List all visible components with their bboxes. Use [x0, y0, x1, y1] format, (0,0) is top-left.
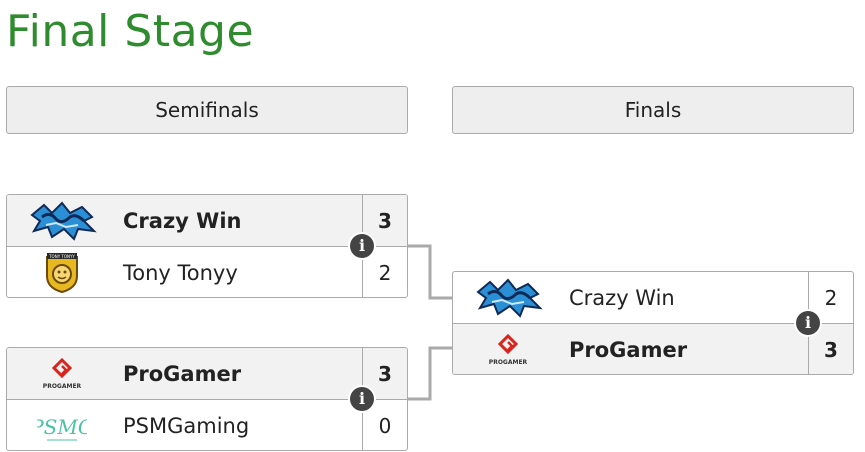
match-info-icon[interactable]: i — [350, 387, 374, 411]
match-final: Crazy Win 2 PROGAMER ProGamer 3 — [452, 271, 854, 375]
round-label: Semifinals — [155, 98, 259, 122]
crazy-win-logo — [7, 195, 117, 246]
round-label: Finals — [624, 98, 682, 122]
match-info-icon[interactable]: i — [350, 234, 374, 258]
team-name: Crazy Win — [123, 208, 242, 233]
team-score: 2 — [808, 272, 853, 323]
round-header-semifinals: Semifinals — [6, 86, 408, 134]
team-score: 3 — [362, 195, 407, 246]
round-header-finals: Finals — [452, 86, 854, 134]
progamer-logo: PROGAMER — [453, 324, 563, 374]
match-semifinal-2: PROGAMER ProGamer 3 PSMG PSMGaming 0 — [6, 347, 408, 451]
team-score: 3 — [362, 348, 407, 399]
logo-text: TONY TONYY — [48, 254, 75, 259]
connector-line-upper — [408, 244, 452, 300]
logo-text: PSMG — [37, 415, 87, 439]
crazy-win-logo — [453, 272, 563, 323]
psmgaming-logo: PSMG — [7, 400, 117, 450]
match-semifinal-1: Crazy Win 3 TONY TONYY Tony Tonyy 2 — [6, 194, 408, 298]
team-name: PSMGaming — [123, 413, 250, 438]
team-name: Crazy Win — [569, 285, 675, 310]
team-row[interactable]: PSMG PSMGaming 0 — [7, 399, 407, 450]
team-score: 2 — [362, 247, 407, 297]
connector-line-lower — [408, 346, 452, 401]
match-info-icon[interactable]: i — [796, 311, 820, 335]
tony-tonyy-logo: TONY TONYY — [7, 247, 117, 297]
page-title: Final Stage — [6, 6, 255, 57]
team-score: 3 — [808, 324, 853, 374]
team-name: Tony Tonyy — [123, 260, 238, 285]
team-score: 0 — [362, 400, 407, 450]
logo-text: PROGAMER — [489, 359, 528, 366]
progamer-logo: PROGAMER — [7, 348, 117, 399]
team-row[interactable]: PROGAMER ProGamer 3 — [453, 323, 853, 374]
team-row[interactable]: Crazy Win 3 — [7, 195, 407, 246]
team-row[interactable]: TONY TONYY Tony Tonyy 2 — [7, 246, 407, 297]
logo-text: PROGAMER — [43, 383, 82, 390]
team-name: ProGamer — [569, 337, 688, 362]
team-name: ProGamer — [123, 361, 242, 386]
team-row[interactable]: Crazy Win 2 — [453, 272, 853, 323]
team-row[interactable]: PROGAMER ProGamer 3 — [7, 348, 407, 399]
